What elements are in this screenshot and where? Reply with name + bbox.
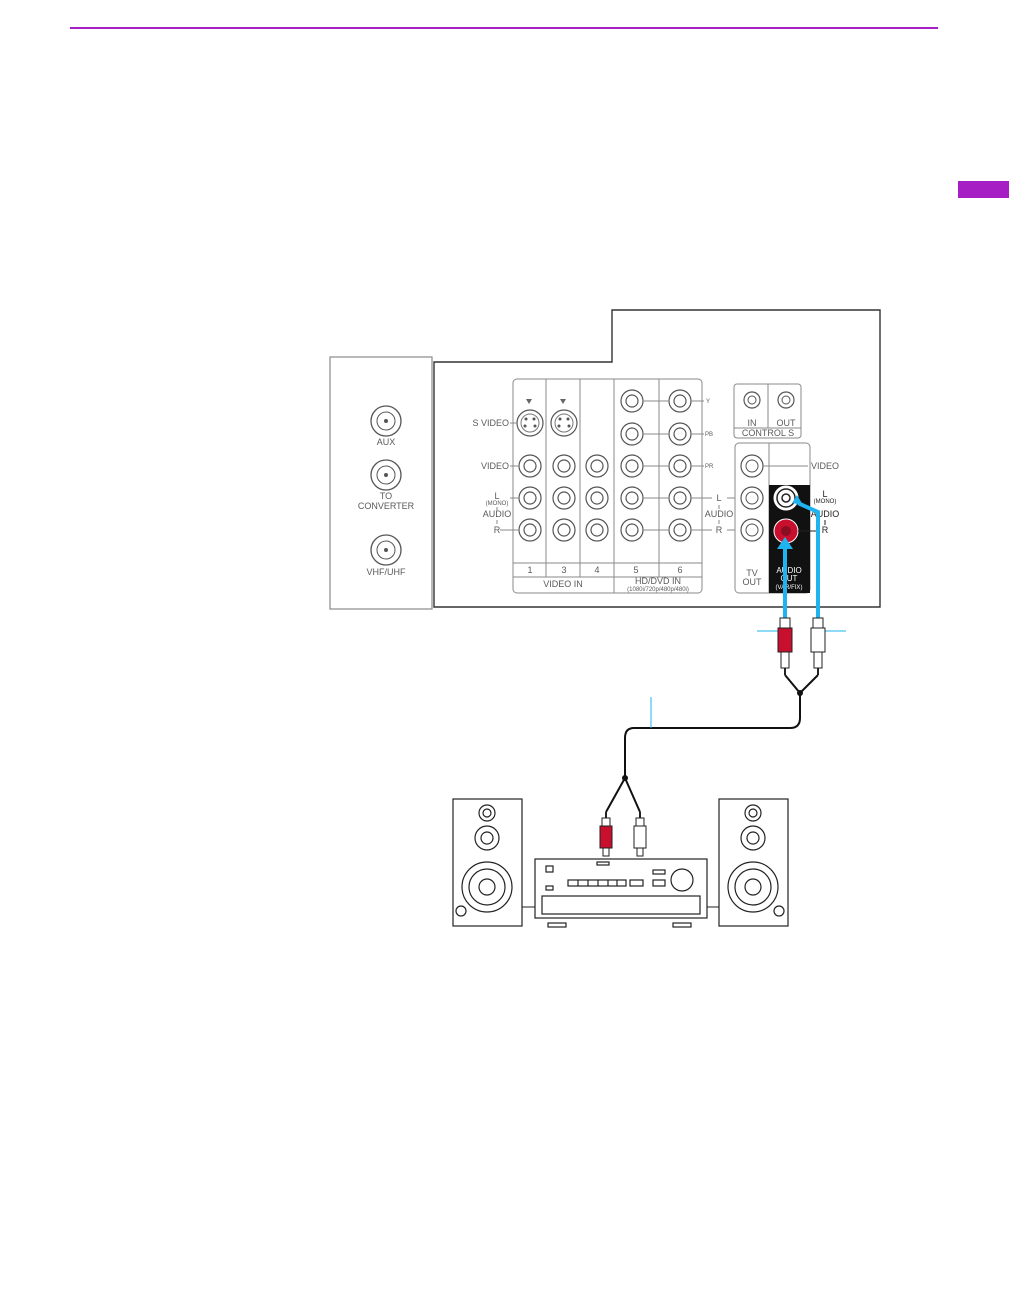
right-speaker (719, 799, 788, 926)
control-s-block: IN OUT CONTROL S (734, 384, 801, 438)
aux-label: AUX (377, 437, 396, 447)
tv-out-audio-label: AUDIO (705, 509, 734, 519)
output-block: TV OUT AUDIO OUT (VAR/FIX) (735, 443, 810, 593)
input-number-4: 4 (594, 565, 599, 575)
amplifier (535, 859, 707, 927)
control-s-label: CONTROL S (742, 428, 794, 438)
audio-cable (606, 675, 818, 812)
lower-plug-white (634, 812, 646, 856)
mono-label: (MONO) (486, 501, 509, 507)
video-label: VIDEO (481, 461, 509, 471)
vhf-uhf-label: VHF/UHF (367, 567, 406, 577)
hd-formats-label: (1080i/720p/480p/480i) (627, 587, 689, 593)
audio-out-l-jack (774, 486, 798, 510)
upper-plug-red (778, 618, 792, 675)
s-video-label: S VIDEO (472, 418, 509, 428)
section-tab (958, 181, 1009, 198)
hd-dvd-in-label: HD/DVD IN (635, 576, 681, 586)
to-label: TO (380, 491, 392, 501)
input-block: 1 3 4 5 6 VIDEO IN HD/DVD IN (1080i/720p… (500, 379, 714, 593)
audio-label: AUDIO (483, 509, 512, 519)
to-converter-connector (371, 460, 401, 490)
input-number-1: 1 (527, 565, 532, 575)
input-number-3: 3 (561, 565, 566, 575)
vhf-uhf-connector (371, 535, 401, 565)
tv-out-r-label: R (716, 525, 723, 535)
right-video-label: VIDEO (811, 461, 839, 471)
pb-label: PB (705, 432, 713, 438)
video-in-label: VIDEO IN (543, 579, 583, 589)
input-number-5: 5 (633, 565, 638, 575)
converter-label: CONVERTER (358, 501, 415, 511)
lower-plug-red (600, 812, 612, 856)
right-r-label: R (822, 525, 829, 535)
upper-plug-white (811, 618, 825, 675)
input-number-6: 6 (677, 565, 682, 575)
control-out-label: OUT (777, 418, 797, 428)
tv-out-label: OUT (743, 577, 763, 587)
right-mono-label: (MONO) (814, 499, 837, 505)
aux-connector (371, 406, 401, 436)
tv-out-l-label: L (716, 493, 721, 503)
side-panel: AUX TO CONVERTER VHF/UHF (330, 357, 432, 609)
control-in-label: IN (748, 418, 757, 428)
right-l-label: L (822, 489, 827, 499)
y-label: Y (706, 399, 710, 405)
left-speaker (453, 799, 522, 926)
audio-r-label: R (494, 525, 501, 535)
audio-l-label: L (494, 491, 499, 501)
rca-jacks-video-in (519, 455, 608, 541)
pr-label: PR (705, 464, 714, 470)
var-fix-label: (VAR/FIX) (776, 585, 803, 591)
